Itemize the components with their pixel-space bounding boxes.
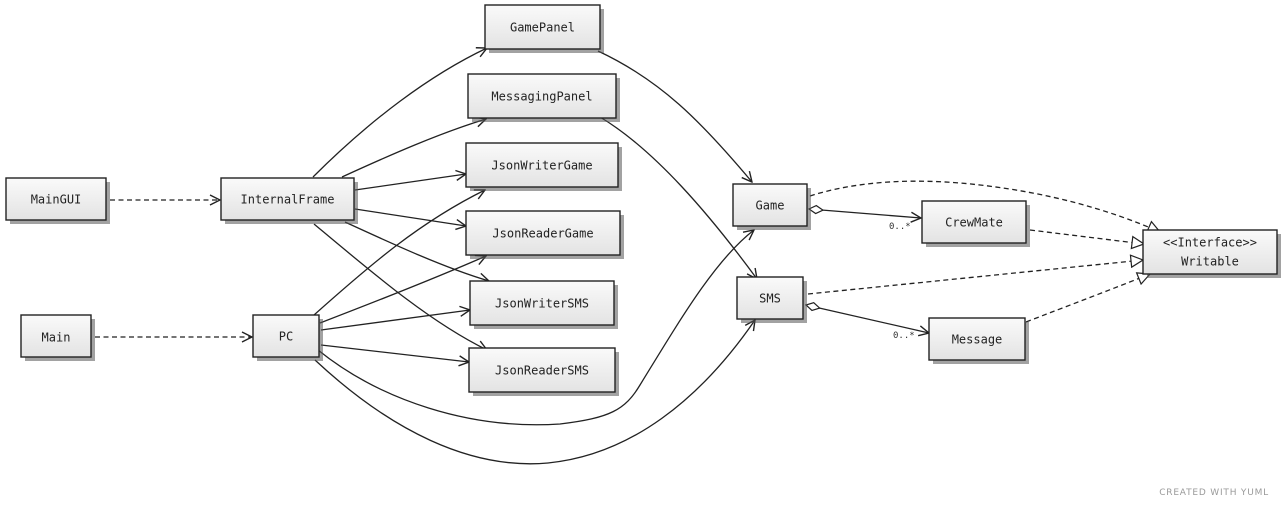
node-label-internalframe: InternalFrame: [241, 193, 335, 207]
node-internalframe: InternalFrame: [220, 177, 358, 224]
node-pc: PC: [252, 314, 323, 361]
multiplicity-sms-message: 0..*: [893, 331, 915, 341]
multiplicity-game-crewmate: 0..*: [889, 222, 911, 232]
node-maingui: MainGUI: [5, 177, 110, 224]
node-label-gamepanel: GamePanel: [510, 21, 575, 35]
node-label-writable-stereotype: <<Interface>>: [1163, 236, 1257, 250]
edge-game-writable: [809, 180, 1160, 232]
node-label-game: Game: [756, 199, 785, 213]
node-crewmate: CrewMate: [921, 200, 1030, 247]
node-game: Game: [732, 183, 811, 230]
node-label-sms: SMS: [759, 292, 781, 306]
node-message: Message: [928, 317, 1029, 364]
node-label-jsonreadergame: JsonReaderGame: [492, 227, 593, 241]
node-jsonwritersms: JsonWriterSMS: [469, 280, 618, 329]
edge-pc-jsonwritersms: [320, 310, 470, 331]
edge-message-writable: [1025, 274, 1150, 323]
node-main: Main: [20, 314, 95, 361]
node-gamepanel: GamePanel: [484, 4, 604, 53]
node-label-maingui: MainGUI: [31, 193, 82, 207]
node-writable: <<Interface>> Writable: [1142, 229, 1281, 278]
node-label-pc: PC: [279, 330, 293, 344]
edge-internalframe-messagingpanel: [341, 119, 486, 178]
edge-pc-jsonwritergame: [313, 190, 485, 316]
node-messagingpanel: MessagingPanel: [467, 73, 620, 122]
edges: [95, 48, 1160, 465]
edge-game-crewmate: [809, 209, 921, 218]
node-label-crewmate: CrewMate: [945, 216, 1003, 230]
edge-pc-sms: [314, 320, 755, 465]
edge-pc-jsonreadergame: [319, 256, 486, 324]
edge-crewmate-writable: [1029, 229, 1144, 244]
edge-sms-writable: [807, 260, 1143, 295]
edge-messagingpanel-sms: [599, 116, 757, 279]
node-label-jsonwritergame: JsonWriterGame: [491, 159, 592, 173]
created-with-credit: CREATED WITH YUML: [1159, 488, 1269, 498]
node-jsonreadersms: JsonReaderSMS: [468, 347, 619, 396]
edge-internalframe-jsonwritersms: [344, 221, 489, 281]
node-label-main: Main: [42, 331, 71, 345]
node-label-writable-name: Writable: [1181, 255, 1239, 269]
edge-gamepanel-game: [597, 50, 752, 182]
edge-internalframe-jsonreadergame: [354, 208, 466, 226]
node-jsonwritergame: JsonWriterGame: [465, 142, 622, 191]
edge-internalframe-jsonreadersms: [313, 223, 487, 350]
edge-pc-jsonreadersms: [320, 344, 469, 362]
edge-sms-message: [806, 305, 929, 333]
node-label-jsonreadersms: JsonReaderSMS: [495, 364, 589, 378]
edge-pc-game: [317, 230, 754, 426]
node-label-jsonwritersms: JsonWriterSMS: [495, 297, 589, 311]
node-label-message: Message: [952, 333, 1003, 347]
edge-internalframe-gamepanel: [312, 48, 487, 178]
node-jsonreadergame: JsonReaderGame: [465, 210, 624, 259]
edge-internalframe-jsonwritergame: [354, 174, 466, 191]
node-sms: SMS: [736, 276, 807, 323]
node-label-messagingpanel: MessagingPanel: [491, 90, 592, 104]
